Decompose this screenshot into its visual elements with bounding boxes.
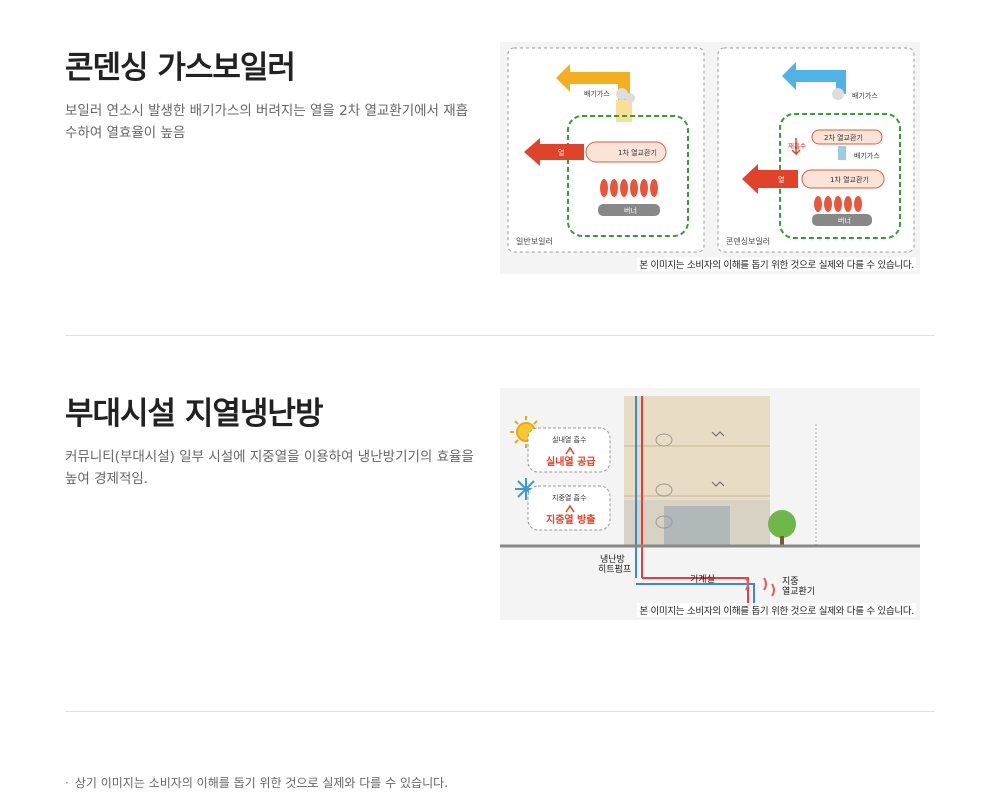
tree-icon (768, 510, 796, 538)
smoke-icon (616, 88, 628, 100)
burner (598, 204, 660, 216)
window (664, 506, 730, 546)
section-title: 콘덴싱 가스보일러 (65, 50, 296, 86)
geothermal-illustration: 실내열 흡수 실내열 공급 지중열 흡수 지중열 방출 (500, 396, 920, 610)
boiler-body (567, 115, 689, 237)
secondary-exchanger (811, 129, 883, 145)
heat-arrow-icon (742, 164, 798, 194)
flame-icon (814, 196, 862, 212)
primary-exchanger (585, 141, 667, 163)
footnote-text: 상기 이미지는 소비자의 이해를 돕기 위한 것으로 실제와 다를 수 있습니다… (74, 776, 448, 790)
condensing-boiler-diagram: 배기가스 열 1차 열교환기 버너 일반보일러 배기가스 2차 열교환기 재흡수… (500, 42, 920, 274)
exhaust-label: 배기가스 (584, 89, 610, 98)
svg-text:기계실: 기계실 (690, 573, 715, 585)
svg-text:2차 열교환기: 2차 열교환기 (824, 133, 863, 142)
section-divider (65, 711, 935, 712)
section-title: 부대시설 지열냉난방 (65, 396, 323, 432)
svg-text:배기가스: 배기가스 (854, 151, 880, 160)
exhaust-arrow-icon (556, 64, 630, 100)
heat-arrow-icon (524, 138, 584, 166)
exhaust-arrow-icon (782, 62, 846, 94)
smoke-icon (832, 88, 844, 100)
flame-icon (600, 179, 658, 197)
svg-text:지중열 방출: 지중열 방출 (546, 513, 595, 526)
primary-exchanger (801, 169, 885, 189)
geothermal-diagram: 실내열 흡수 실내열 공급 지중열 흡수 지중열 방출 (500, 388, 920, 620)
figure-notice: 본 이미지는 소비자의 이해를 돕기 위한 것으로 실제와 다를 수 있습니다. (637, 603, 916, 617)
figure-notice: 본 이미지는 소비자의 이해를 돕기 위한 것으로 실제와 다를 수 있습니다. (637, 257, 916, 271)
svg-text:실내열 흡수: 실내열 흡수 (552, 435, 587, 444)
svg-text:버너: 버너 (838, 216, 851, 225)
bullet-icon: · (65, 776, 69, 790)
condensing-boiler-panel (717, 47, 915, 253)
footnote: · 상기 이미지는 소비자의 이해를 돕기 위한 것으로 실제와 다를 수 있습니… (65, 774, 448, 791)
svg-text:배기가스: 배기가스 (852, 91, 878, 100)
svg-text:열: 열 (778, 176, 784, 184)
svg-text:1차 열교환기: 1차 열교환기 (830, 175, 869, 184)
section-description: 보일러 연소시 발생한 배기가스의 버려지는 열을 2차 열교환기에서 재흡수하… (65, 103, 469, 141)
burner (812, 214, 872, 226)
panel-caption: 콘덴싱보일러 (726, 236, 770, 246)
svg-text:지중열 흡수: 지중열 흡수 (552, 493, 587, 502)
svg-text:실내열 공급: 실내열 공급 (546, 455, 595, 468)
section-divider (65, 335, 935, 336)
condensing-boiler-section: 콘덴싱 가스보일러 보일러 연소시 발생한 배기가스의 버려지는 열을 2차 열… (65, 0, 935, 336)
svg-text:버너: 버너 (624, 206, 637, 215)
panel-caption: 일반보일러 (516, 237, 553, 246)
geothermal-section: 부대시설 지열냉난방 커뮤니티(부대시설) 일부 시설에 지중열을 이용하여 냉… (65, 336, 935, 712)
svg-text:재흡수: 재흡수 (788, 141, 806, 150)
boiler-illustration: 배기가스 열 1차 열교환기 버너 일반보일러 배기가스 2차 열교환기 재흡수… (507, 47, 915, 253)
section-description: 커뮤니티(부대시설) 일부 시설에 지중열을 이용하여 냉난방기기의 효율을 높… (65, 449, 474, 487)
svg-text:1차 열교환기: 1차 열교환기 (618, 148, 657, 157)
svg-text:열: 열 (558, 149, 564, 157)
